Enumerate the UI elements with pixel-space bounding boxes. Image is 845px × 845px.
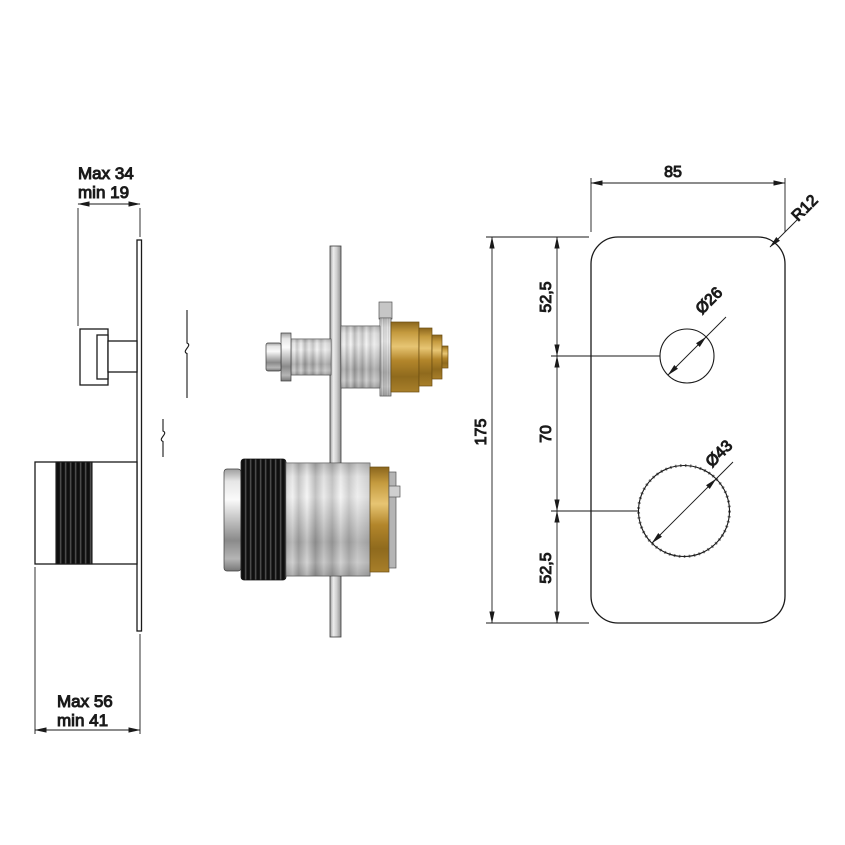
wall-break-line-lower xyxy=(160,419,166,457)
dim-small-hole-leader xyxy=(705,316,727,338)
cartridge-top-brass-step3 xyxy=(441,345,449,369)
cartridge-top-brass-body xyxy=(390,321,420,393)
dim-height: 175 xyxy=(473,236,589,624)
dim-depth-bottom: Max 56 min 41 xyxy=(34,567,141,734)
dim-corner-leader xyxy=(769,217,800,248)
dim-small-hole-diameter-line xyxy=(667,336,707,376)
render-cartridge-bottom xyxy=(223,458,401,581)
dim-depth-top-text2: min 19 xyxy=(78,183,129,202)
cartridge-top-disc xyxy=(280,332,292,382)
cartridge-top-knob xyxy=(265,342,282,372)
dim-width-text: 85 xyxy=(664,164,682,181)
dim-depth-bottom-text2: min 41 xyxy=(57,711,108,730)
side-plate-edge xyxy=(136,239,143,632)
side-bottom-knob xyxy=(34,461,138,565)
cartridge-bottom-end-flange xyxy=(388,471,397,569)
front-plate-outline xyxy=(590,236,786,624)
dim-corner-text: R12 xyxy=(789,192,822,225)
cartridge-bottom-knurl-ring xyxy=(240,458,287,581)
rendered-side-view xyxy=(223,245,449,638)
cartridge-bottom-brass-ring xyxy=(369,466,390,573)
dim-hole-chain: 52,5 70 52,5 xyxy=(538,236,660,624)
dim-depth-top-text1: Max 34 xyxy=(78,164,134,183)
side-profile-view: Max 34 min 19 Max 56 min 41 xyxy=(34,164,190,734)
side-top-knob-flange xyxy=(96,334,109,380)
dim-depth-top: Max 34 min 19 xyxy=(77,164,141,326)
side-bottom-knob-knurl xyxy=(55,461,93,565)
dim-large-hole-diameter-line xyxy=(651,478,717,544)
cartridge-bottom-tab xyxy=(388,485,401,498)
dim-depth-bottom-text1: Max 56 xyxy=(57,692,113,711)
dim-large-hole-leader xyxy=(715,461,734,480)
front-large-hole-knurl xyxy=(637,464,731,558)
cartridge-top-brass-step2 xyxy=(431,334,443,380)
dim-bottom-offset-text: 52,5 xyxy=(538,552,555,583)
cartridge-top-flange-shade xyxy=(380,318,391,396)
cartridge-top-brass-step1 xyxy=(418,327,433,387)
dim-spacing-text: 70 xyxy=(538,425,555,443)
cartridge-bottom-body-shade xyxy=(286,463,370,576)
dim-height-text: 175 xyxy=(473,419,490,446)
cartridge-bottom-cap xyxy=(223,468,242,572)
side-top-knob-stem xyxy=(107,340,138,373)
wall-break-lines xyxy=(160,310,190,457)
cartridge-top-shaft-shade xyxy=(291,339,331,375)
side-top-knob xyxy=(79,328,138,386)
render-cartridge-top xyxy=(265,301,449,397)
dim-corner-radius: R12 xyxy=(769,191,822,248)
dim-width: 85 xyxy=(590,164,786,232)
render-plate-edge xyxy=(329,245,342,638)
front-view: 85 R12 175 52,5 70 52,5 xyxy=(473,164,822,624)
cartridge-top-rear-shade xyxy=(341,326,380,388)
wall-break-line-upper xyxy=(184,310,190,398)
dim-top-offset-text: 52,5 xyxy=(538,281,555,312)
cartridge-top-tab xyxy=(378,301,393,320)
